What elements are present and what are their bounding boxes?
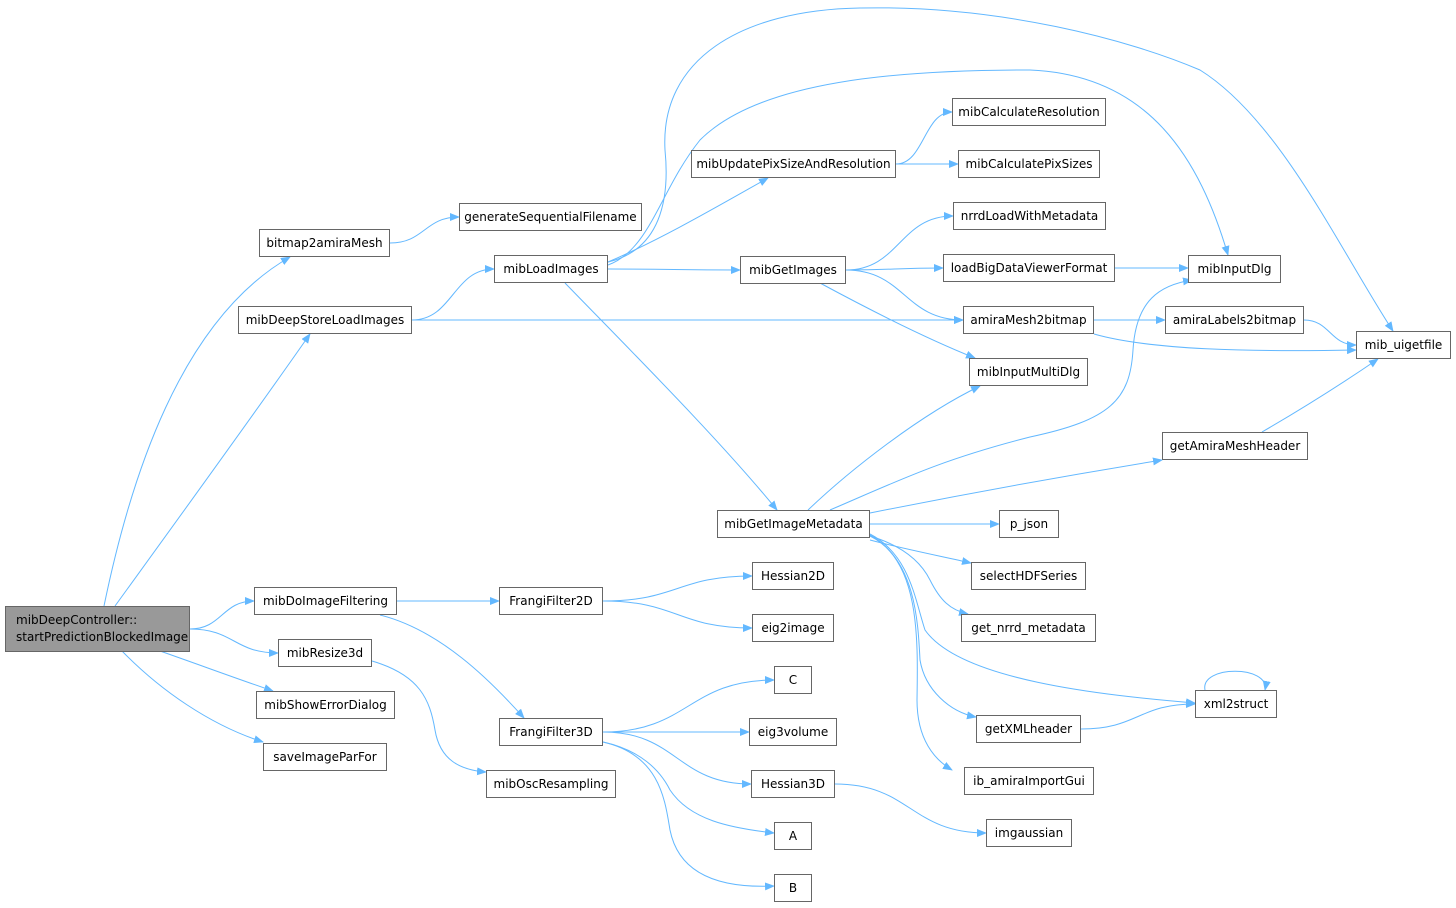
edge-FrangiFilter3D-to-C xyxy=(602,676,775,733)
graph-node-mibShowErrorDialog[interactable]: mibShowErrorDialog xyxy=(256,691,395,719)
edge-mibLoadImages-to-mib_uigetfile xyxy=(607,7,1394,332)
edge-mibGetImageMetadata-to-mibInputDlg xyxy=(829,277,1193,511)
edge-root-to-bitmap2amiraMesh xyxy=(103,256,291,607)
graph-node-mibUpdatePixSizeAndResolution[interactable]: mibUpdatePixSizeAndResolution xyxy=(691,150,896,178)
graph-node-mibInputDlg[interactable]: mibInputDlg xyxy=(1188,255,1281,283)
graph-node-get_nrrd_metadata[interactable]: get_nrrd_metadata xyxy=(961,614,1096,642)
graph-node-mibDoImageFiltering[interactable]: mibDoImageFiltering xyxy=(254,587,397,615)
root-node-label-line2: startPredictionBlockedImage xyxy=(16,630,189,644)
graph-node-mibGetImageMetadata[interactable]: mibGetImageMetadata xyxy=(717,510,870,538)
edge-mibDeepStoreLoadImages-to-mibLoadImages xyxy=(411,265,495,321)
edge-FrangiFilter3D-to-B xyxy=(602,741,775,891)
edge-root-to-mibDoImageFiltering xyxy=(189,597,255,630)
edge-FrangiFilter2D-to-eig2image xyxy=(602,600,753,632)
graph-node-getXMLheader[interactable]: getXMLheader xyxy=(976,715,1081,743)
edge-getXMLheader-to-xml2struct xyxy=(1080,700,1196,730)
edge-root-to-mibResize3d xyxy=(189,628,279,657)
edge-root-to-mibShowErrorDialog xyxy=(159,650,274,692)
graph-node-ib_amiraImportGui[interactable]: ib_amiraImportGui xyxy=(964,767,1094,795)
graph-node-nrrdLoadWithMetadata[interactable]: nrrdLoadWithMetadata xyxy=(953,202,1106,230)
graph-node-selectHDFSeries[interactable]: selectHDFSeries xyxy=(971,562,1086,590)
edge-root-to-saveImageParFor xyxy=(121,650,264,744)
edge-bitmap2amiraMesh-to-generateSequentialFilename xyxy=(389,213,460,244)
graph-node-Hessian2D[interactable]: Hessian2D xyxy=(752,562,834,590)
graph-node-saveImageParFor[interactable]: saveImageParFor xyxy=(263,743,387,771)
root-node-label-line1: mibDeepController:: xyxy=(16,613,138,627)
graph-node-mibResize3d[interactable]: mibResize3d xyxy=(278,639,372,667)
edge-mibGetImageMetadata-to-ib_amiraImportGui xyxy=(869,535,953,771)
graph-node-FrangiFilter3D[interactable]: FrangiFilter3D xyxy=(499,718,603,746)
graph-node-mibInputMultiDlg[interactable]: mibInputMultiDlg xyxy=(969,358,1088,386)
graph-node-mibLoadImages[interactable]: mibLoadImages xyxy=(494,255,608,283)
graph-node-amiraLabels2bitmap[interactable]: amiraLabels2bitmap xyxy=(1165,306,1304,334)
graph-node-generateSequentialFilename[interactable]: generateSequentialFilename xyxy=(459,203,642,231)
graph-node-mib_uigetfile[interactable]: mib_uigetfile xyxy=(1356,331,1451,359)
graph-node-amiraMesh2bitmap[interactable]: amiraMesh2bitmap xyxy=(963,306,1094,334)
edge-mibLoadImages-to-mibGetImageMetadata xyxy=(564,282,778,511)
edge-root-to-mibDeepStoreLoadImages xyxy=(114,333,311,607)
edge-amiraMesh2bitmap-to-mib_uigetfile xyxy=(1093,333,1357,355)
edge-getAmiraMeshHeader-to-mib_uigetfile xyxy=(1261,358,1379,433)
edge-mibGetImageMetadata-to-get_nrrd_metadata xyxy=(869,535,969,616)
graph-node-root[interactable]: mibDeepController:: startPredictionBlock… xyxy=(5,606,190,652)
edge-mibUpdatePixSizeAndResolution-to-mibCalculateResolution xyxy=(895,108,953,165)
edge-mibLoadImages-to-mibInputDlg xyxy=(607,69,1230,266)
edge-FrangiFilter3D-to-A xyxy=(602,741,775,836)
graph-node-C[interactable]: C xyxy=(774,666,812,694)
edge-FrangiFilter3D-to-Hessian3D xyxy=(602,731,752,788)
graph-node-xml2struct[interactable]: xml2struct xyxy=(1195,690,1277,718)
graph-node-mibDeepStoreLoadImages[interactable]: mibDeepStoreLoadImages xyxy=(238,306,412,334)
edge-amiraLabels2bitmap-to-mib_uigetfile xyxy=(1303,319,1357,349)
edge-xml2struct-to-xml2struct xyxy=(1204,670,1271,691)
graph-node-mibCalculateResolution[interactable]: mibCalculateResolution xyxy=(952,98,1106,126)
graph-node-mibCalculatePixSizes[interactable]: mibCalculatePixSizes xyxy=(958,150,1100,178)
edge-FrangiFilter2D-to-Hessian2D xyxy=(602,572,753,602)
graph-node-imgaussian[interactable]: imgaussian xyxy=(986,819,1072,847)
graph-node-FrangiFilter2D[interactable]: FrangiFilter2D xyxy=(499,587,603,615)
edge-mibGetImageMetadata-to-mibInputMultiDlg xyxy=(807,385,981,511)
graph-node-Hessian3D[interactable]: Hessian3D xyxy=(751,770,835,798)
graph-node-loadBigDataViewerFormat[interactable]: loadBigDataViewerFormat xyxy=(943,254,1115,282)
graph-node-mibOscResampling[interactable]: mibOscResampling xyxy=(486,770,616,798)
edge-mibLoadImages-to-mibGetImages xyxy=(607,265,741,274)
edge-mibGetImageMetadata-to-getAmiraMeshHeader xyxy=(869,457,1163,514)
edge-mibGetImages-to-loadBigDataViewerFormat xyxy=(845,264,944,273)
edge-mibResize3d-to-mibOscResampling xyxy=(371,660,487,776)
edge-mibGetImages-to-nrrdLoadWithMetadata xyxy=(845,212,954,271)
graph-node-getAmiraMeshHeader[interactable]: getAmiraMeshHeader xyxy=(1162,432,1308,460)
edge-mibDoImageFiltering-to-FrangiFilter3D xyxy=(379,614,525,719)
graph-node-eig2image[interactable]: eig2image xyxy=(752,614,834,642)
graph-node-bitmap2amiraMesh[interactable]: bitmap2amiraMesh xyxy=(259,229,390,257)
graph-node-A[interactable]: A xyxy=(774,822,812,850)
graph-node-eig3volume[interactable]: eig3volume xyxy=(749,718,837,746)
edge-Hessian3D-to-imgaussian xyxy=(834,783,987,837)
graph-node-B[interactable]: B xyxy=(774,874,812,902)
edge-mibGetImageMetadata-to-xml2struct xyxy=(869,533,1196,707)
graph-node-mibGetImages[interactable]: mibGetImages xyxy=(740,256,846,284)
graph-node-p_json[interactable]: p_json xyxy=(999,510,1059,538)
edge-mibGetImages-to-mibInputMultiDlg xyxy=(819,282,976,359)
edge-mibGetImages-to-amiraMesh2bitmap xyxy=(845,269,964,324)
edge-mibGetImageMetadata-to-selectHDFSeries xyxy=(869,539,972,565)
